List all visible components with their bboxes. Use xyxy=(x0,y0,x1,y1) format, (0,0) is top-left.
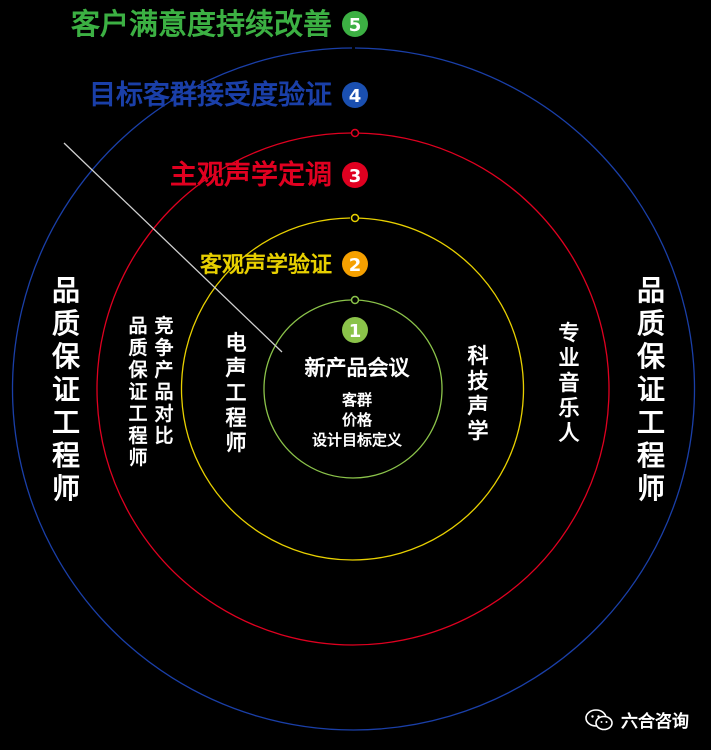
ring-2-arc xyxy=(180,217,525,561)
ring-2-start-dot xyxy=(350,213,360,223)
stage-1-label: 1 xyxy=(342,317,368,343)
ring-3-arc xyxy=(96,132,610,646)
footer-brand: 六合咨询 xyxy=(585,707,689,732)
stage-4-badge xyxy=(342,82,368,108)
stage-3-badge xyxy=(342,162,368,188)
center-line-1: 客群 xyxy=(341,391,372,409)
role-labels: 品质保证工程师品质保证工程师品质保证工程师竞争产品对比专业音乐人电声工程师科技声… xyxy=(52,274,666,505)
stage-3-label: 主观声学定调 3 xyxy=(170,159,368,191)
stage-3-number: 3 xyxy=(349,166,362,187)
ring-1-arc xyxy=(263,299,443,479)
ring-4-right-role: 品质保证工程师 xyxy=(637,274,666,505)
ring-2-left-role: 电声工程师 xyxy=(225,331,247,455)
stage-5-title: 客户满意度持续改善 xyxy=(71,7,332,41)
stage-2-label: 客观声学验证 2 xyxy=(200,251,368,278)
stage-1-number: 1 xyxy=(349,321,362,342)
ring-1-start-dot xyxy=(350,295,360,305)
stage-2-title: 客观声学验证 xyxy=(200,252,332,278)
center-title: 新产品会议 xyxy=(305,356,411,380)
stage-5-number: 5 xyxy=(349,15,362,36)
ring-3-start-dot xyxy=(350,128,360,138)
stage-5-badge xyxy=(342,11,368,37)
pointer-line xyxy=(63,142,283,353)
center-line-3: 设计目标定义 xyxy=(312,431,402,449)
stage-1-badge xyxy=(342,317,368,343)
stage-4-label: 目标客群接受度验证 4 xyxy=(89,79,368,111)
ring-4-left-role: 品质保证工程师 xyxy=(52,274,81,505)
ring-3-left-role-a: 品质保证工程师 xyxy=(127,315,148,469)
ring-3-left-role-b: 竞争产品对比 xyxy=(154,314,173,447)
stage-4-number: 4 xyxy=(349,86,362,107)
wechat-icon xyxy=(585,708,613,730)
stage-2-number: 2 xyxy=(349,255,362,276)
ring-3-right-role: 专业音乐人 xyxy=(559,321,580,445)
stage-4-title: 目标客群接受度验证 xyxy=(89,79,332,111)
stage-2-badge xyxy=(342,251,368,277)
ring-2-right-role: 科技声学 xyxy=(467,344,490,443)
stage-3-title: 主观声学定调 xyxy=(170,159,332,191)
center-line-2: 价格 xyxy=(342,411,373,429)
footer-brand-text: 六合咨询 xyxy=(621,712,689,732)
stage-5-label: 客户满意度持续改善 5 xyxy=(71,7,368,41)
ring-4-arc xyxy=(11,47,696,731)
center-content: 新产品会议 客群 价格 设计目标定义 xyxy=(305,356,411,449)
